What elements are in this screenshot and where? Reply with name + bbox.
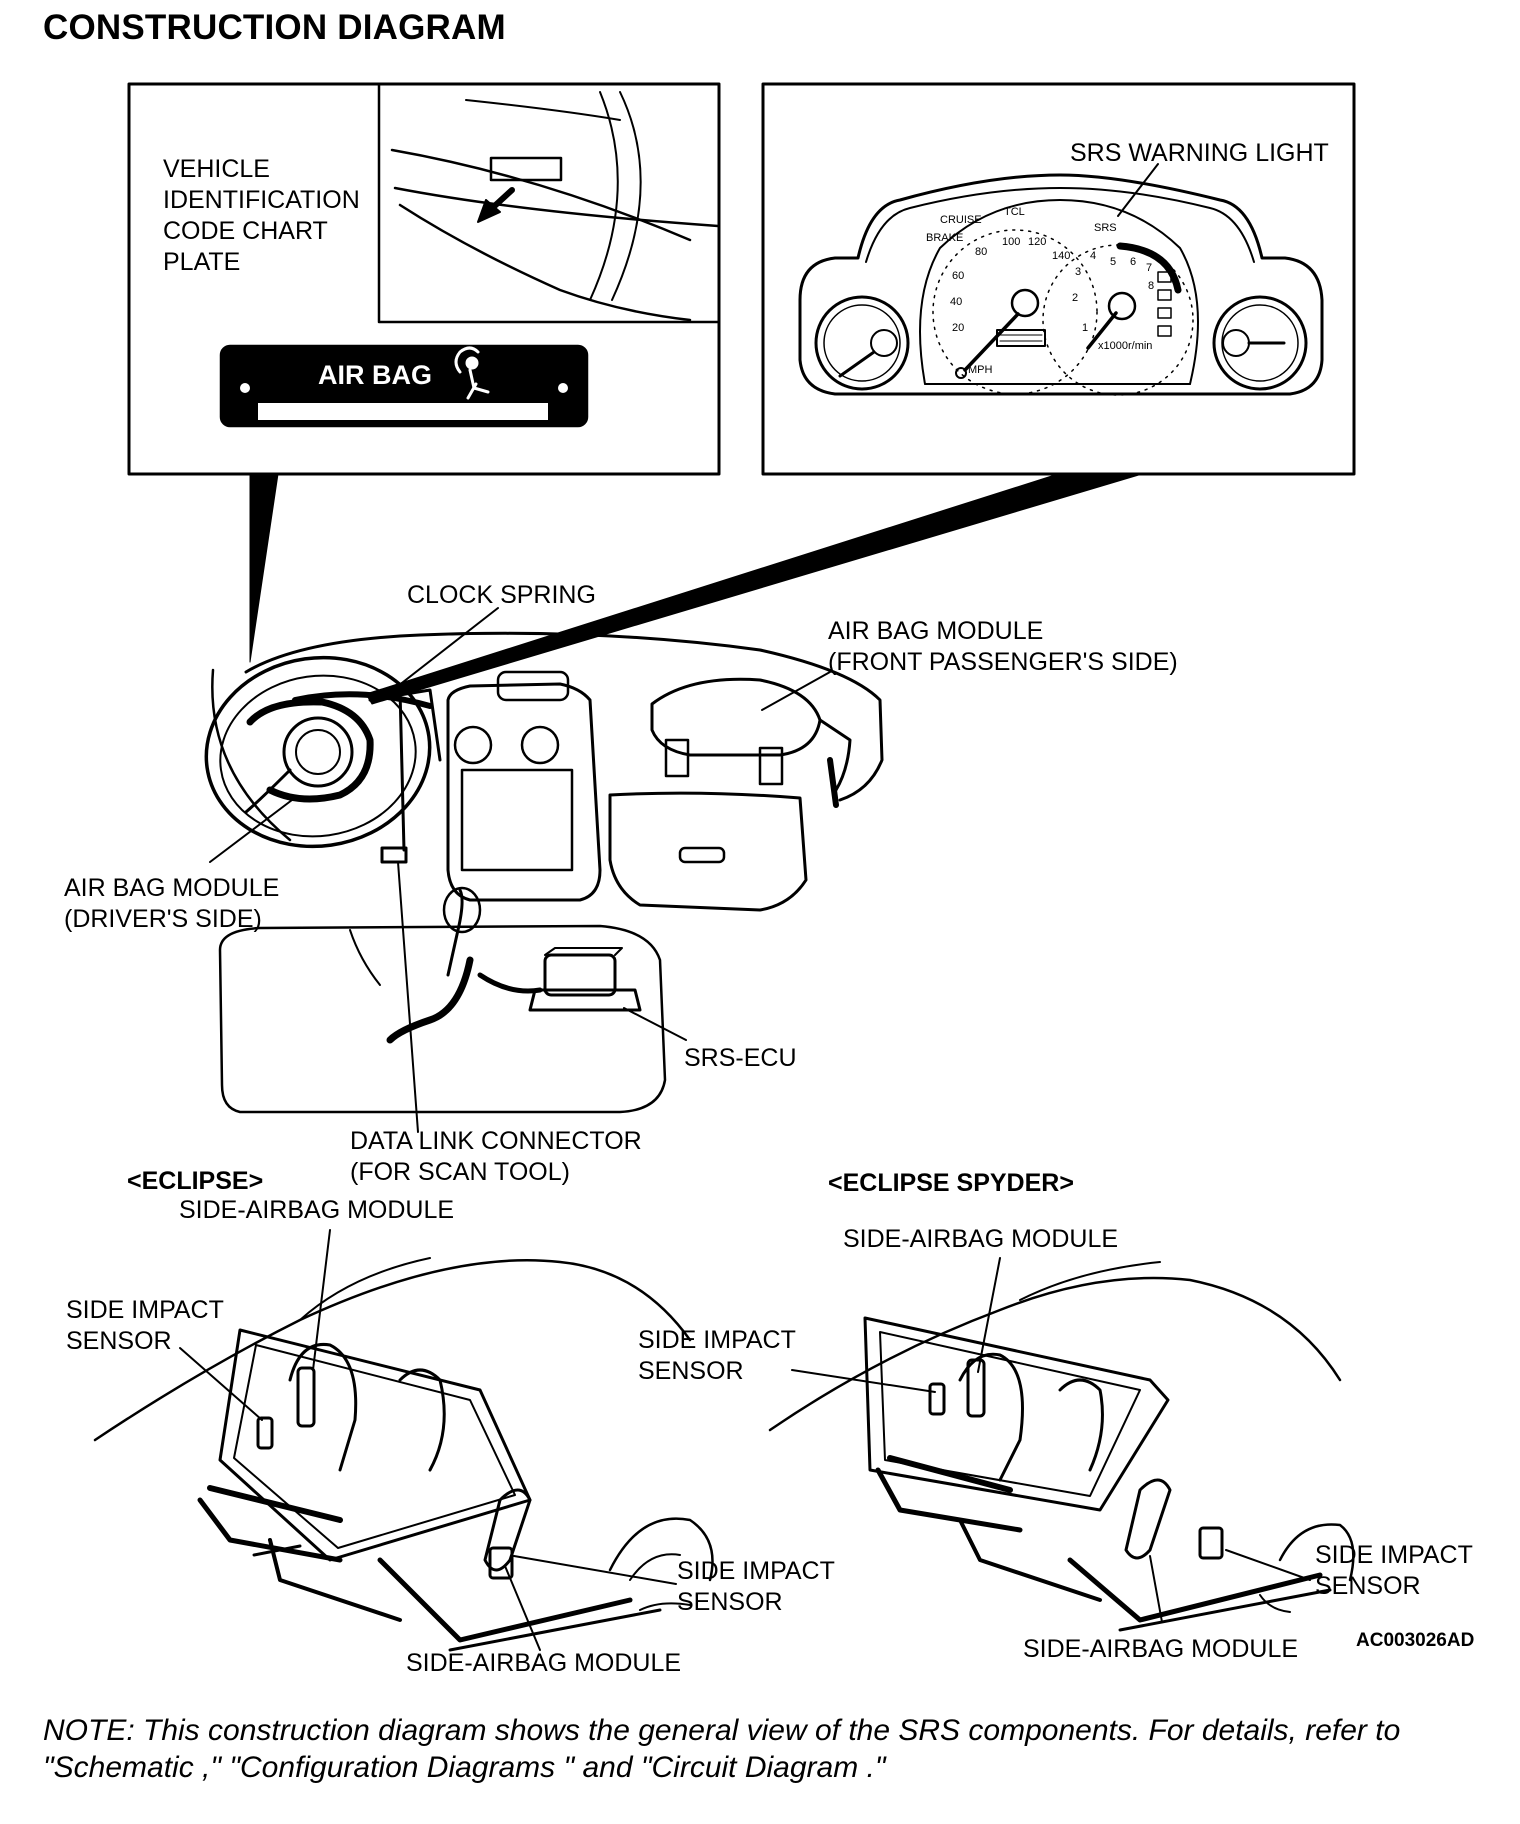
rpm-tick: 1 [1082,322,1089,334]
clock-spring-label: CLOCK SPRING [407,581,596,609]
eclipse-drawing [93,1229,714,1652]
spyder-side-impact-sensor-left-label: SIDE IMPACT SENSOR [638,1326,796,1385]
airbag-module-driver-label: AIR BAG MODULE (DRIVER'S SIDE) [64,874,280,933]
speed-tick: 120 [1028,236,1047,248]
data-link-connector-label: DATA LINK CONNECTOR (FOR SCAN TOOL) [350,1127,642,1186]
speed-tick: 140 [1052,250,1071,262]
srs-warning-light-label: SRS WARNING LIGHT [1070,139,1329,167]
inset-instrument-cluster [365,82,1356,705]
tell-tale-tcl: TCL [1004,206,1025,218]
speed-tick: 40 [950,296,963,308]
rpm-tick: 5 [1110,256,1117,268]
rpm-tick: 7 [1146,262,1153,274]
rpm-tick: 6 [1130,256,1137,268]
inset-vin-plate [127,82,721,663]
tell-tale-brake: BRAKE [926,232,964,244]
eclipse-side-airbag-module-upper-label: SIDE-AIRBAG MODULE [179,1196,455,1224]
note-text: NOTE: This construction diagram shows th… [43,1712,1483,1786]
speed-tick: 20 [952,322,965,334]
srs-ecu-label: SRS-ECU [684,1044,797,1072]
rpm-unit: x1000r/min [1098,340,1153,352]
dashboard-leaders [209,607,831,1133]
eclipse-side-impact-sensor-left-label: SIDE IMPACT SENSOR [66,1296,224,1355]
speed-tick: 80 [975,246,988,258]
eclipse-heading: <ECLIPSE> [127,1167,264,1195]
dashboard-drawing [204,631,884,1114]
eclipse-side-impact-sensor-right-label: SIDE IMPACT SENSOR [677,1557,835,1616]
rpm-tick: 2 [1072,292,1079,304]
tell-tale-cruise: CRUISE [940,214,982,226]
spyder-side-impact-sensor-right-label: SIDE IMPACT SENSOR [1315,1541,1473,1600]
eclipse-spyder-heading: <ECLIPSE SPYDER> [828,1169,1074,1197]
note-line: NOTE: This construction diagram shows th… [43,1714,1401,1747]
figure-code: AC003026AD [1356,1630,1475,1651]
note-line: "Schematic ," "Configuration Diagrams " … [43,1751,886,1784]
eclipse-spyder-drawing [768,1257,1355,1632]
airbag-module-passenger-label: AIR BAG MODULE (FRONT PASSENGER'S SIDE) [828,617,1178,676]
vin-plate-label: VEHICLE IDENTIFICATION CODE CHART PLATE [163,155,360,276]
page-title: CONSTRUCTION DIAGRAM [43,8,506,47]
speed-unit: MPH [968,364,993,376]
rpm-tick: 3 [1075,266,1082,278]
eclipse-side-airbag-module-lower-label: SIDE-AIRBAG MODULE [406,1649,682,1677]
speed-tick: 60 [952,270,965,282]
tell-tale-srs: SRS [1094,222,1117,234]
speed-tick: 100 [1002,236,1021,248]
rpm-tick: 4 [1090,250,1097,262]
spyder-side-airbag-module-upper-label: SIDE-AIRBAG MODULE [843,1225,1119,1253]
airbag-plate-text: AIR BAG [318,360,432,390]
spyder-side-airbag-module-lower-label: SIDE-AIRBAG MODULE [1023,1635,1299,1663]
rpm-tick: 8 [1148,280,1155,292]
